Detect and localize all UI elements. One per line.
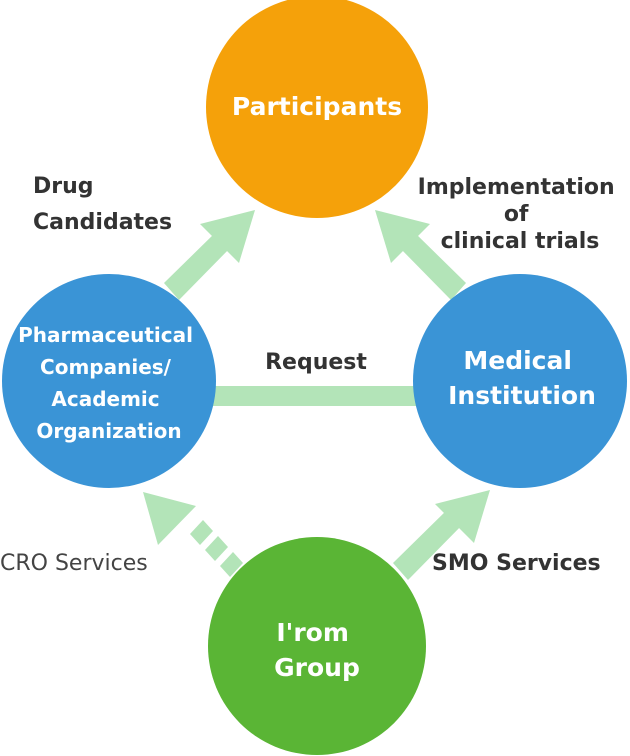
irom-label-line-1: I'rom [276,618,349,647]
drug-candidates-line-1: Drug [33,174,94,199]
irom-label-line-2: Group [274,653,360,682]
request-connector [200,386,440,406]
medical-label-line-2: Institution [448,381,596,410]
participants-circle [206,0,428,218]
smo-arrow [393,490,490,580]
connectors [143,210,490,580]
pharma-label-line-3: Academic [51,387,159,411]
medical-label-line-1: Medical [463,346,572,375]
participants-label: Participants [232,92,402,121]
medical-node: Medical Institution [413,274,627,488]
pharma-circle [2,274,216,488]
pharma-label-line-4: Organization [36,419,181,443]
implementation-line-3: clinical trials [441,229,600,254]
irom-label: I'rom Group [274,618,360,682]
pharma-node: Pharmaceutical Companies/ Academic Organ… [2,274,216,488]
drug-candidates-label: Drug Candidates [33,174,172,235]
participants-node: Participants [206,0,428,218]
pharma-label: Pharmaceutical Companies/ Academic Organ… [18,323,200,443]
pharma-label-line-1: Pharmaceutical [18,323,193,347]
medical-circle [413,274,627,488]
drug-candidates-arrow [164,210,255,300]
implementation-line-1: Implementation [418,175,615,200]
irom-node: I'rom Group [208,537,426,755]
drug-candidates-line-2: Candidates [33,210,172,235]
irom-circle [208,537,426,755]
pharma-label-line-2: Companies/ [40,355,172,379]
implementation-label: Implementation of clinical trials [418,175,623,254]
request-label: Request [265,350,367,375]
medical-label: Medical Institution [448,346,596,410]
cro-label: CRO Services [0,551,148,576]
implementation-arrow [375,210,466,300]
implementation-line-2: of [504,202,529,227]
smo-label: SMO Services [432,551,601,576]
cro-dashed-arrow [143,492,243,577]
